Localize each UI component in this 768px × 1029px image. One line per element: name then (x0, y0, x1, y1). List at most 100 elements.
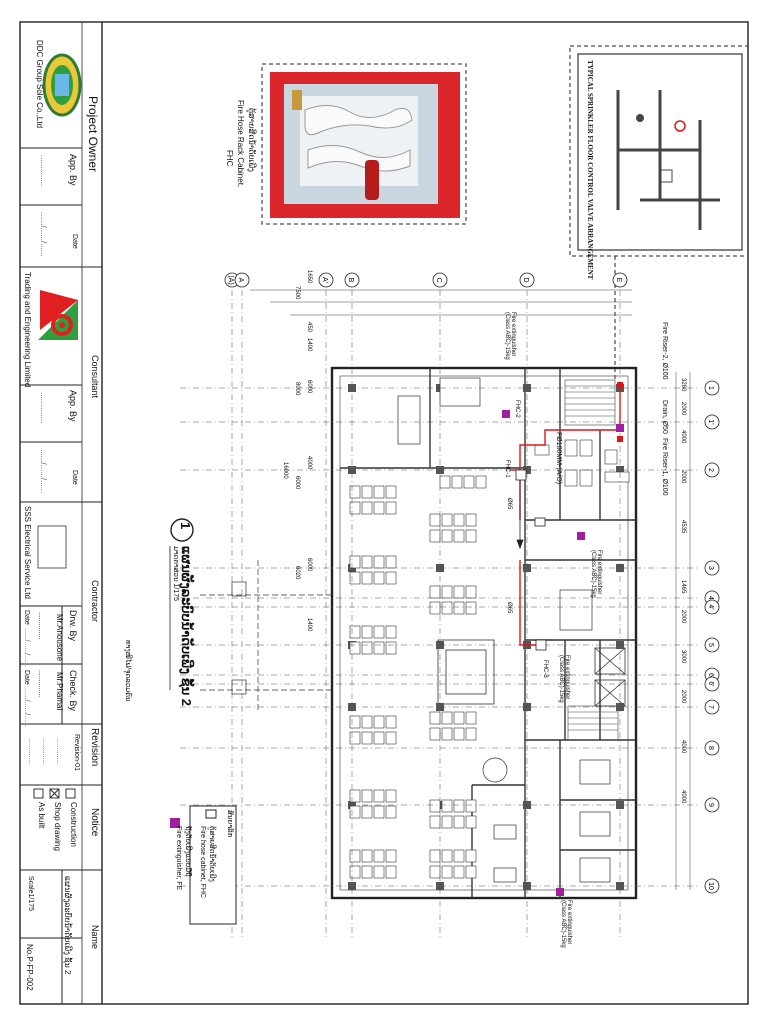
notice-heading: Notice (89, 808, 100, 837)
label-main-pipe: FØ100MM-(A/O) (555, 432, 562, 485)
grid-col-label: B (347, 278, 354, 283)
column (616, 466, 624, 474)
desk (429, 529, 441, 543)
fire-extinguishers (502, 410, 624, 896)
desk (453, 727, 465, 741)
owner-app-by-blank: .............. (39, 155, 48, 187)
notice-as-built[interactable]: As built (37, 802, 46, 829)
sprinkler-detail (569, 45, 749, 382)
grid-bubble-row (704, 599, 720, 615)
dim-right: 2000 (680, 470, 686, 484)
dim-right: 4535 (680, 520, 686, 534)
desk (441, 711, 453, 725)
desk (385, 789, 397, 803)
checkbox-construction[interactable] (65, 788, 76, 799)
dim-right: 3000 (680, 650, 686, 664)
grid-bubble-col (432, 272, 448, 288)
meeting-tables (397, 377, 611, 883)
desk (385, 625, 397, 639)
desk (361, 555, 373, 569)
grid-bubble-row (704, 637, 720, 653)
desk (385, 865, 397, 879)
dim-b: 4000 (306, 456, 312, 470)
legend-fhc-en: Fire hose cabinet, FHC (199, 826, 206, 898)
drw-by-blank: .............. (37, 612, 44, 640)
notice-shop-drawing[interactable]: Shop drawing (53, 802, 62, 851)
desk (429, 601, 441, 615)
desk (441, 865, 453, 879)
grid-col-label: A (237, 278, 244, 283)
dimension-lines (250, 289, 691, 890)
cabinet-caption-en: Fire Hose Rack Cabinet, (236, 100, 245, 188)
desk (429, 815, 441, 829)
desk (373, 485, 385, 499)
grid-col-label: E (615, 278, 622, 283)
desk (385, 715, 397, 729)
plan-title-number: 1 (178, 522, 193, 530)
dim-b: 1400 (306, 338, 312, 352)
desk (385, 805, 397, 819)
notice-construction[interactable]: Construction (69, 802, 78, 847)
desk (429, 513, 441, 527)
dim-a: 6020 (294, 566, 300, 580)
grid-row-label: 5 (707, 643, 714, 647)
desk (441, 529, 453, 543)
office-desks (349, 475, 487, 879)
grid-bubble-row (704, 740, 720, 756)
desk (439, 475, 451, 489)
desk (465, 849, 477, 863)
checkbox-as-built[interactable] (33, 788, 44, 799)
plan-note-left: ທາງໜີໄຟ/ຈຸດລວມຄົນ (124, 640, 131, 702)
legend-box (189, 805, 237, 925)
desk (349, 555, 361, 569)
grid-bubble-col (612, 272, 628, 288)
desk (361, 849, 373, 863)
desk (385, 571, 397, 585)
fhc-cabinets (515, 469, 547, 651)
grid-row-label: 1' (707, 419, 714, 424)
dim-a: 8000 (294, 382, 300, 396)
grid-col-label: C (435, 277, 442, 282)
grid-col-label: (A) (227, 275, 234, 284)
grid-bubble-row (704, 797, 720, 813)
desk (385, 485, 397, 499)
desk (385, 849, 397, 863)
dim-b: 1650 (306, 270, 312, 284)
label-fhc-2: FHC-2 (514, 400, 520, 418)
grid-row-label: 6 (707, 673, 714, 677)
grid-row-label: 2 (707, 468, 714, 472)
label-ext-bottom: Fire extinguisher (Class ABC)-15kg (560, 900, 572, 948)
consultant-date-label: Date (71, 470, 78, 485)
dim-b: 450 (306, 322, 312, 333)
grid-row-label: 10 (707, 882, 714, 890)
grid-bubble-row (704, 878, 720, 894)
grid-lines (180, 290, 700, 940)
consultant-app-by-blank: .............. (39, 392, 48, 424)
dim-b: 1400 (306, 618, 312, 632)
desk (385, 731, 397, 745)
desk (373, 865, 385, 879)
desk (475, 475, 487, 489)
label-ext-top: Fire extinguisher (Class ABC)-15kg (504, 312, 516, 360)
dim-right: 3280 (680, 378, 686, 392)
check-by-name: Mr.Phamai (55, 672, 64, 711)
desk (361, 485, 373, 499)
drw-by-label: Drw. By (68, 610, 78, 642)
desk (349, 849, 361, 863)
label-fhc-3: FHC-3 (542, 660, 548, 678)
pipe-arrows (516, 470, 524, 550)
desk (465, 815, 477, 829)
dim-right: 2000 (680, 402, 686, 416)
dim-right: 2000 (680, 610, 686, 624)
owner-app-by-label: App. By (68, 154, 78, 186)
column (616, 801, 624, 809)
dim-right: 4000 (680, 790, 686, 804)
legend-heading: ສັນຍາລັກ (226, 810, 233, 838)
desk (373, 789, 385, 803)
notice-checkboxes[interactable] (33, 788, 76, 799)
grid-bubble-col (519, 272, 535, 288)
desk (441, 727, 453, 741)
desk (453, 529, 465, 543)
desk (361, 805, 373, 819)
